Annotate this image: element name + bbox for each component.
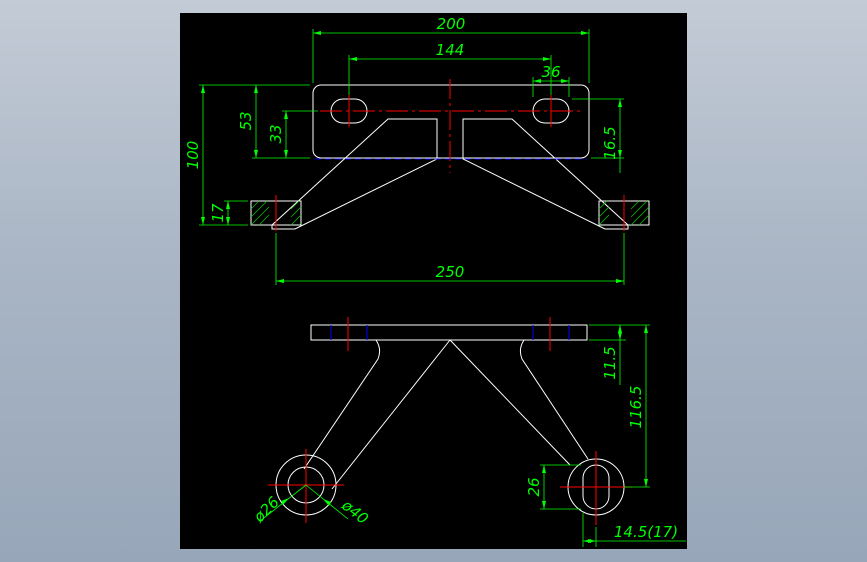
right-arm bbox=[462, 118, 629, 230]
dim-144: 144 bbox=[436, 41, 465, 59]
front-dimension-lines bbox=[259, 324, 686, 547]
front-view: 11.5 116.5 26 ø26 ø40 14.5(17) bbox=[249, 317, 686, 547]
dim-dia-40: ø40 bbox=[338, 496, 372, 528]
dim-16-5: 16.5 bbox=[601, 126, 619, 159]
top-dimension-lines bbox=[199, 29, 625, 285]
top-plate-outline bbox=[312, 84, 590, 159]
right-foot-hatch bbox=[598, 200, 650, 226]
front-right-arm bbox=[449, 339, 589, 466]
front-plate bbox=[310, 324, 588, 341]
top-view: 200 144 36 100 53 33 16.5 17 250 bbox=[184, 15, 650, 285]
dim-26-slot: 26 bbox=[525, 477, 543, 496]
front-left-arm bbox=[303, 339, 451, 490]
top-centerlines bbox=[275, 79, 625, 231]
dim-11-5: 11.5 bbox=[601, 346, 619, 379]
dim-250: 250 bbox=[436, 263, 465, 281]
dim-53: 53 bbox=[237, 111, 255, 130]
dim-14-5-17: 14.5(17) bbox=[614, 523, 678, 541]
dim-36: 36 bbox=[541, 63, 560, 81]
left-arm bbox=[271, 118, 438, 230]
dim-17: 17 bbox=[209, 203, 227, 223]
top-dimension-arrows bbox=[201, 31, 624, 283]
cad-drawing: 200 144 36 100 53 33 16.5 17 250 bbox=[184, 15, 686, 547]
front-hidden-lines bbox=[330, 325, 570, 340]
dim-100: 100 bbox=[184, 141, 202, 170]
drawing-viewport[interactable]: 200 144 36 100 53 33 16.5 17 250 bbox=[180, 13, 687, 549]
front-dimension-arrows bbox=[281, 325, 648, 543]
dim-dia-26: ø26 bbox=[249, 493, 282, 526]
dim-200: 200 bbox=[437, 15, 466, 33]
dim-116-5: 116.5 bbox=[627, 386, 645, 429]
front-centerlines bbox=[268, 317, 632, 525]
left-foot-hatch bbox=[250, 200, 302, 226]
dim-33: 33 bbox=[267, 124, 285, 143]
